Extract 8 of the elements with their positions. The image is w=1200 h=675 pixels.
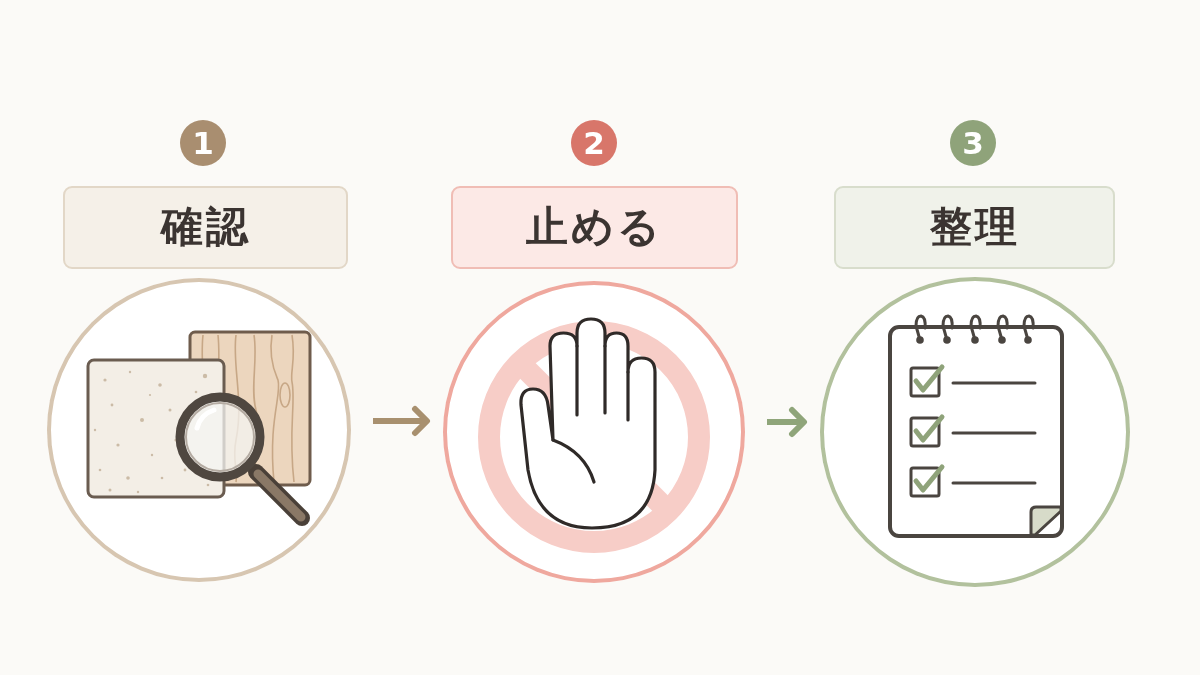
step-title-panel: 止める — [451, 186, 738, 269]
step-number-badge: 1 — [180, 120, 226, 166]
step-number-badge: 2 — [571, 120, 617, 166]
step-title-panel: 整理 — [834, 186, 1115, 269]
step-title-panel: 確認 — [63, 186, 348, 269]
arrow — [767, 407, 807, 437]
step-number-badge: 3 — [950, 120, 996, 166]
arrow — [373, 406, 430, 436]
